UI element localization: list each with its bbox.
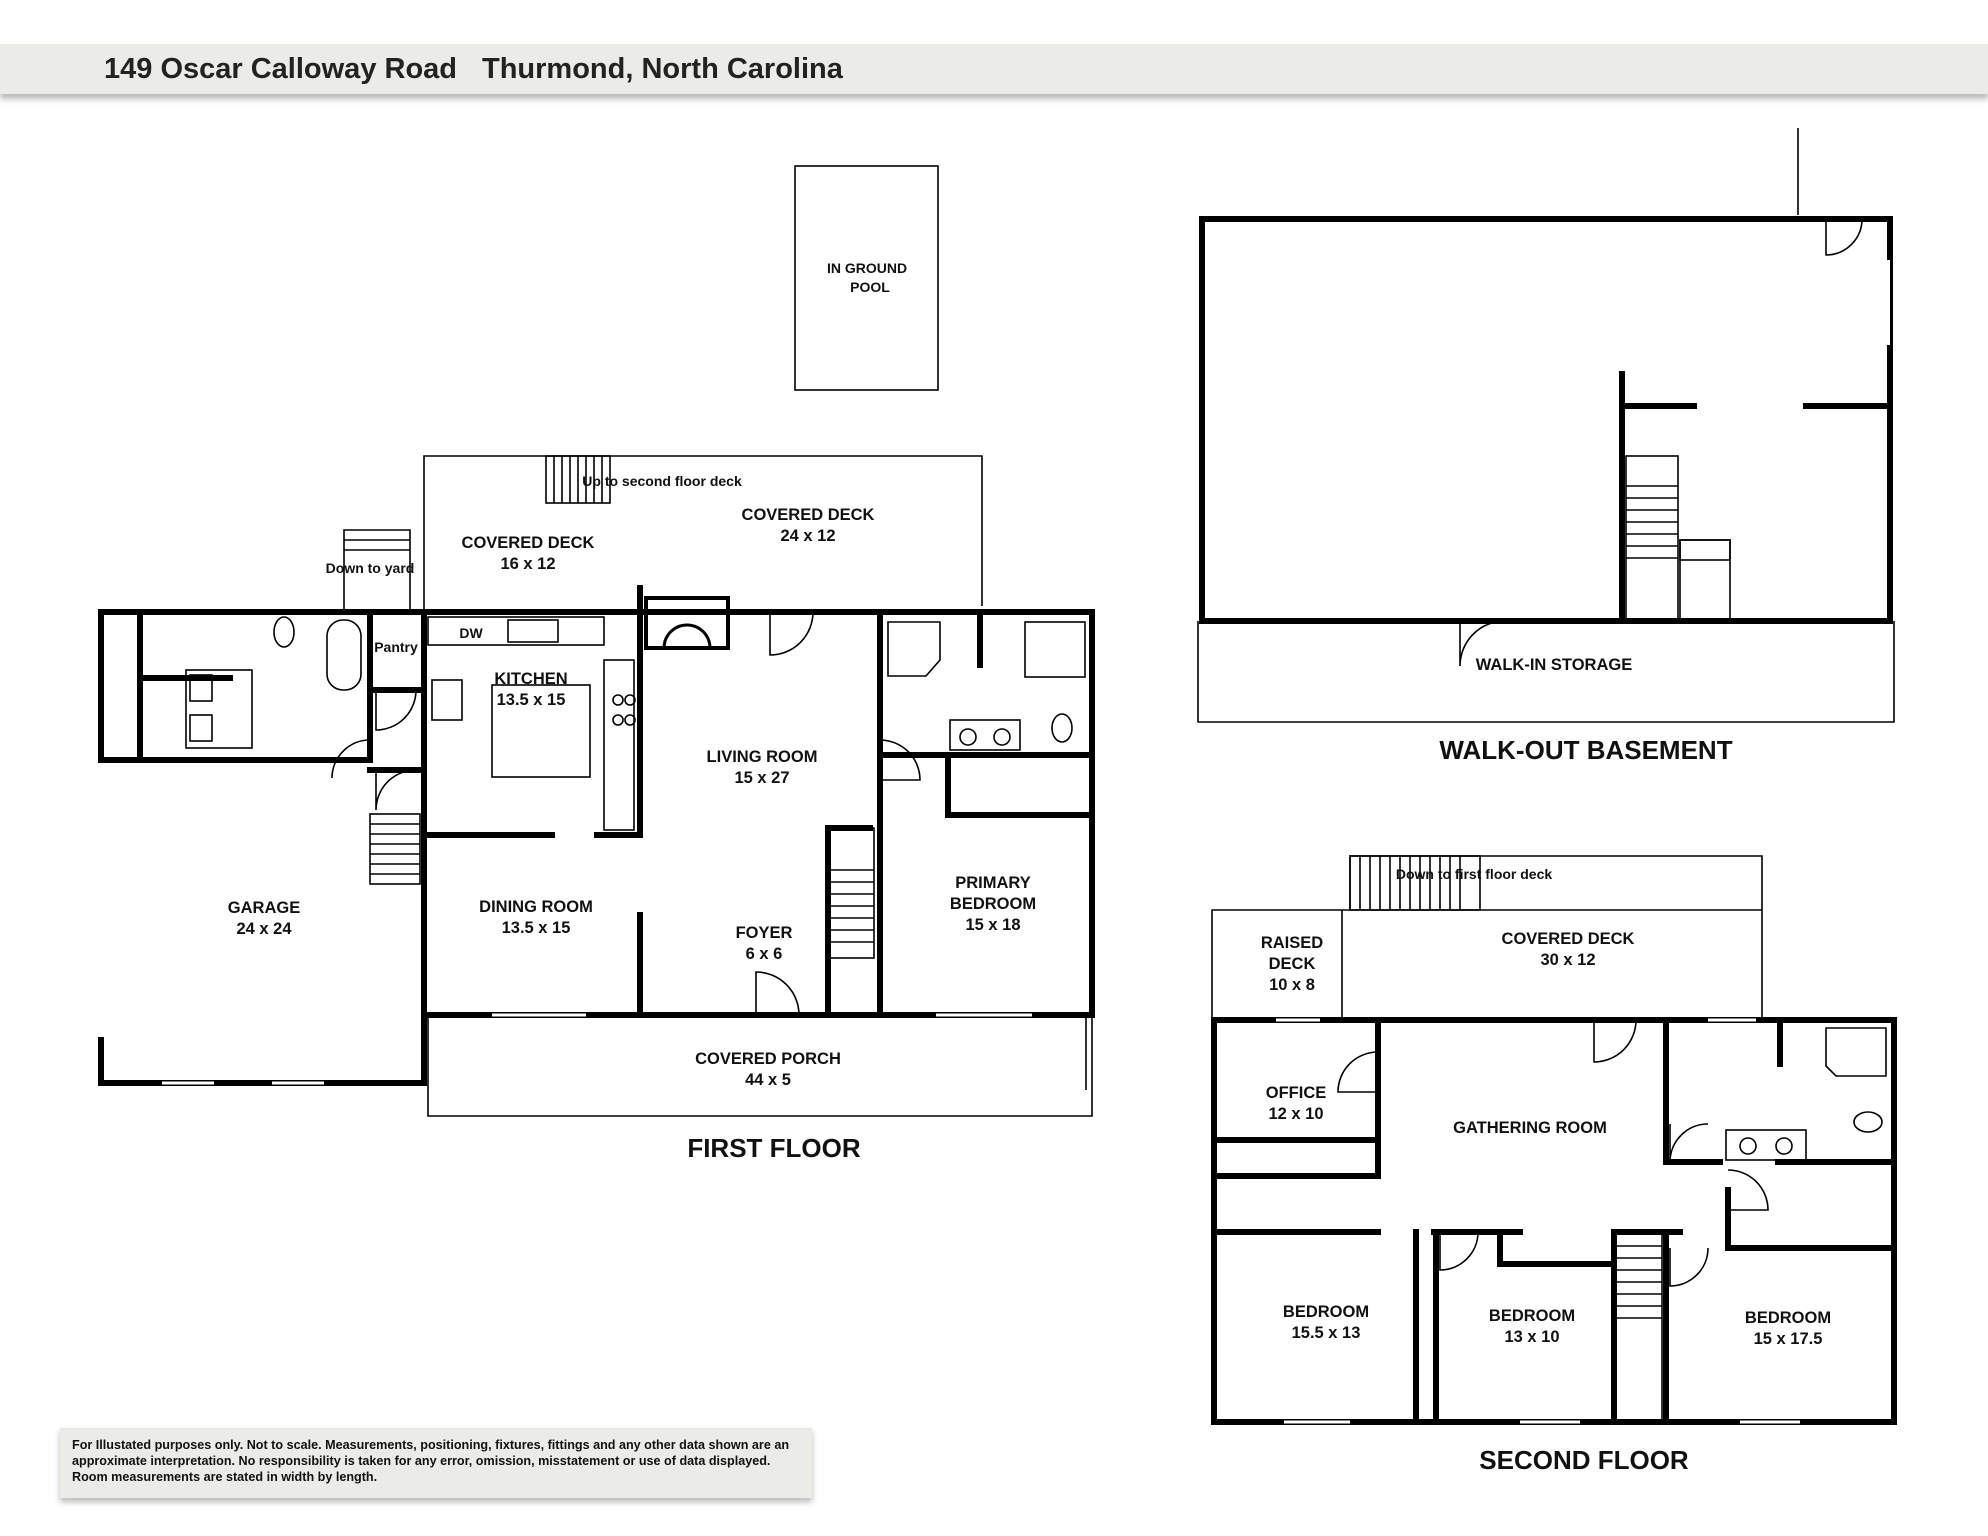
second-floor-title: SECOND FLOOR — [1479, 1445, 1689, 1475]
raised-deck-label-1: RAISED — [1261, 934, 1323, 952]
covered-deck-2f-label: COVERED DECK — [1502, 930, 1635, 948]
stairs-down-note: Down to yard — [326, 560, 415, 576]
walk-in-storage-outline — [1197, 621, 1895, 723]
disclaimer-box: For Illustated purposes only. Not to sca… — [60, 1428, 812, 1498]
kitchen-counter — [427, 616, 605, 646]
disclaimer-line-3: Room measurements are stated in width by… — [72, 1470, 378, 1484]
bedroom-a-label: BEDROOM — [1283, 1303, 1369, 1321]
property-address: 149 Oscar Calloway Road — [104, 53, 457, 85]
exterior-wall-garage-south — [98, 1012, 427, 1086]
kitchen-size: 13.5 x 15 — [497, 691, 566, 709]
office-label: OFFICE — [1266, 1084, 1327, 1102]
living-room-label: LIVING ROOM — [707, 748, 818, 766]
bedroom-b-size: 13 x 10 — [1504, 1328, 1559, 1346]
foyer-size: 6 x 6 — [746, 945, 783, 963]
header-bar: 149 Oscar Calloway Road Thurmond, North … — [0, 44, 1988, 94]
primary-bedroom-size: 15 x 18 — [965, 916, 1020, 934]
dishwasher-label: DW — [459, 625, 483, 641]
covered-deck-b-label: COVERED DECK — [742, 506, 875, 524]
covered-deck-b-size: 24 x 12 — [780, 527, 835, 545]
bedroom-c-label: BEDROOM — [1745, 1309, 1831, 1327]
pool-label-line2: POOL — [850, 279, 890, 295]
basement-plan: WALK-IN STORAGE WALK-OUT BASEMENT — [1197, 128, 1895, 765]
walk-in-storage-label: WALK-IN STORAGE — [1476, 656, 1632, 674]
basement-title: WALK-OUT BASEMENT — [1439, 735, 1732, 765]
primary-bedroom-label-1: PRIMARY — [955, 874, 1030, 892]
first-floor-title: FIRST FLOOR — [687, 1133, 861, 1163]
dining-room-size: 13.5 x 15 — [502, 919, 571, 937]
rear-deck-outline — [423, 455, 983, 610]
property-city: Thurmond, North Carolina — [482, 53, 843, 85]
foyer-label: FOYER — [736, 924, 793, 942]
stairs-down-first-floor-note: Down to first floor deck — [1396, 866, 1553, 882]
pool-label-line1: IN GROUND — [827, 260, 907, 276]
covered-porch-outline — [427, 1015, 1093, 1117]
pantry-label: Pantry — [374, 639, 418, 655]
garage-label: GARAGE — [228, 899, 300, 917]
raised-deck-size: 10 x 8 — [1269, 976, 1315, 994]
living-room-size: 15 x 27 — [734, 769, 789, 787]
primary-bedroom-label-2: BEDROOM — [950, 895, 1036, 913]
second-floor-deck-outline — [1211, 909, 1763, 1020]
covered-deck-a-label: COVERED DECK — [462, 534, 595, 552]
dining-room-label: DINING ROOM — [479, 898, 593, 916]
second-floor-plan: Down to first floor deck RAISED DECK 10 … — [1211, 855, 1897, 1475]
basement-walls — [1199, 216, 1893, 624]
covered-deck-2f-size: 30 x 12 — [1540, 951, 1595, 969]
gathering-room-label: GATHERING ROOM — [1453, 1119, 1607, 1137]
stairs-down-to-yard — [343, 529, 411, 610]
covered-deck-a-size: 16 x 12 — [500, 555, 555, 573]
bedroom-a-size: 15.5 x 13 — [1292, 1324, 1361, 1342]
disclaimer-line-1: For Illustated purposes only. Not to sca… — [72, 1438, 790, 1452]
stairs-up-to-deck — [545, 455, 611, 504]
stairs-up-note: Up to second floor deck — [582, 473, 742, 489]
raised-deck-label-2: DECK — [1269, 955, 1316, 973]
office-size: 12 x 10 — [1268, 1105, 1323, 1123]
bedroom-c-size: 15 x 17.5 — [1754, 1330, 1823, 1348]
kitchen-island — [491, 684, 591, 778]
bedroom-b-label: BEDROOM — [1489, 1307, 1575, 1325]
covered-porch-label: COVERED PORCH — [695, 1050, 841, 1068]
covered-porch-size: 44 x 5 — [745, 1071, 791, 1089]
second-floor-walls — [1211, 1017, 1897, 1425]
first-floor-plan: IN GROUND POOL Up to second floor deck D… — [98, 165, 1095, 1163]
in-ground-pool — [794, 165, 939, 391]
garage-size: 24 x 24 — [236, 920, 292, 938]
kitchen-label: KITCHEN — [494, 670, 567, 688]
disclaimer-line-2: approximate interpretation. No responsib… — [72, 1454, 771, 1468]
